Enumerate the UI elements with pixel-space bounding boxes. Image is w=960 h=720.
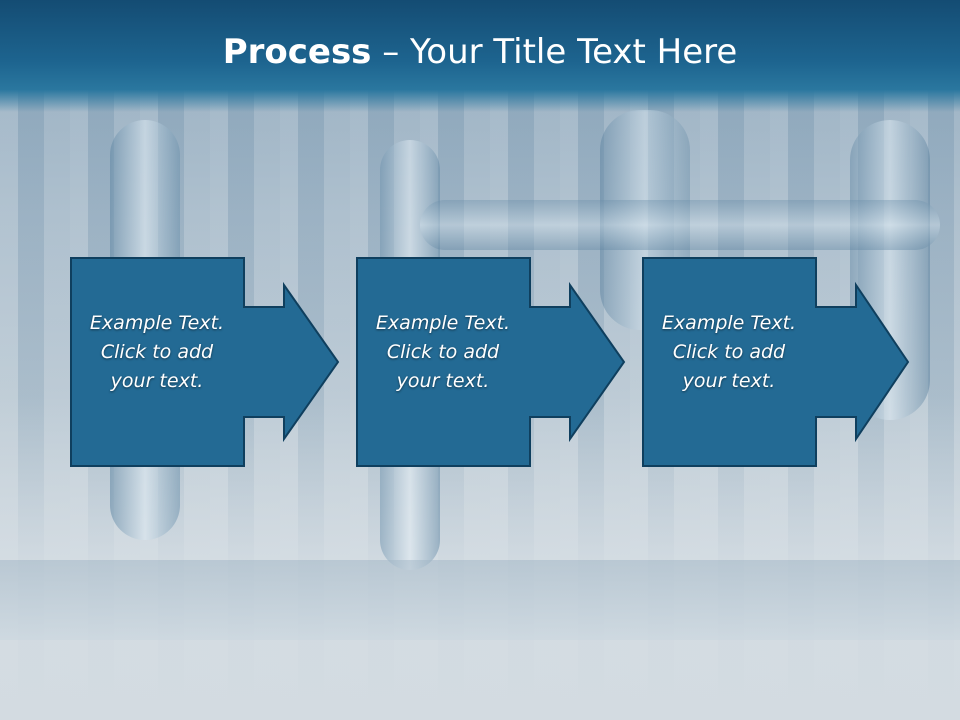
arrow-callout-shape bbox=[642, 257, 910, 467]
slide-title-bold: Process bbox=[222, 32, 372, 72]
title-bar bbox=[0, 0, 960, 112]
step-text[interactable]: Example Text. Click to add your text. bbox=[375, 312, 511, 392]
step-text[interactable]: Example Text. Click to add your text. bbox=[661, 312, 797, 392]
background-pipe bbox=[0, 560, 960, 640]
process-step-2[interactable]: Example Text. Click to add your text. bbox=[356, 257, 626, 467]
process-step-3[interactable]: Example Text. Click to add your text. bbox=[642, 257, 912, 467]
arrow-callout-shape bbox=[356, 257, 626, 467]
slide-title[interactable]: Process – Your Title Text Here bbox=[0, 30, 960, 74]
slide-title-rest: – Your Title Text Here bbox=[371, 32, 738, 72]
background-pipe bbox=[420, 200, 940, 250]
step-text[interactable]: Example Text. Click to add your text. bbox=[89, 312, 225, 392]
process-step-1[interactable]: Example Text. Click to add your text. bbox=[70, 257, 340, 467]
arrow-callout-shape bbox=[70, 257, 340, 467]
